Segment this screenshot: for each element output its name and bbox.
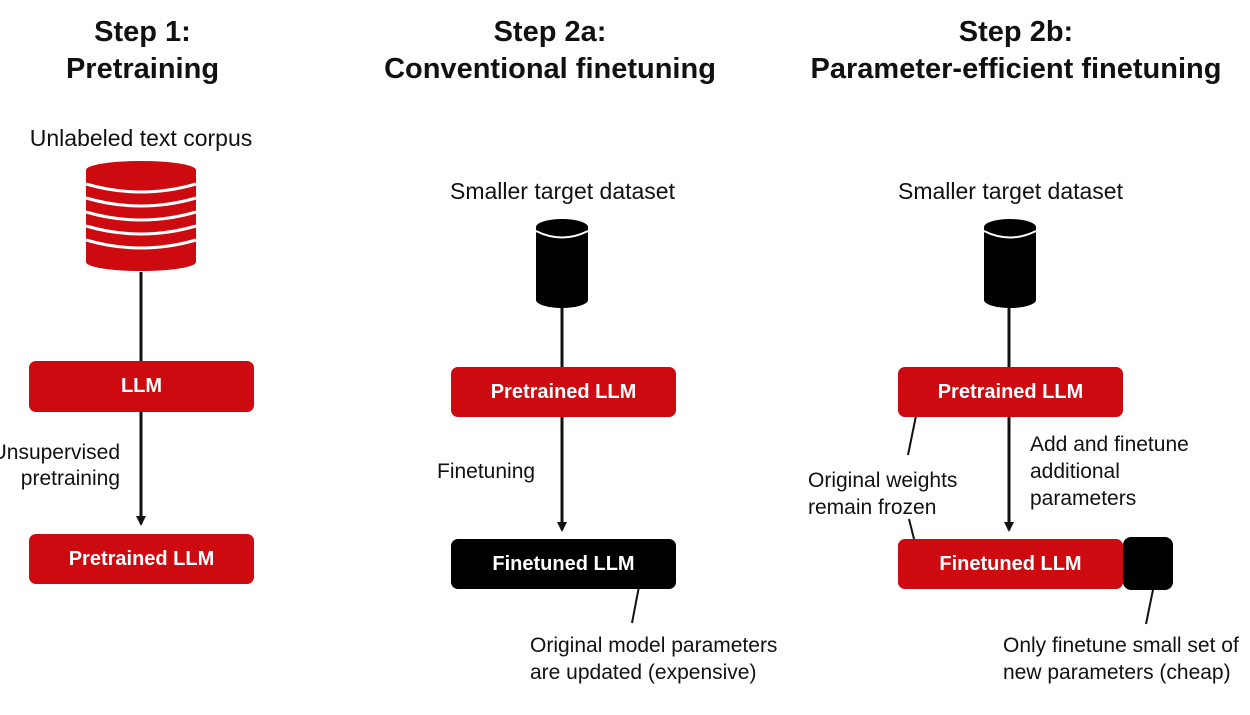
black-database-icon-2a [535,219,589,308]
expensive-note-line1: Original model parameters [530,634,778,657]
step2a-source-label: Smaller target dataset [449,178,675,204]
step2b-heading-line1: Step 2b: [958,16,1074,48]
step2b-heading: Step 2b: Parameter-efficient finetuning [796,14,1236,88]
finetuned-llm-box-2b: Finetuned LLM [898,539,1123,589]
pretraining-arrow-label: Unsupervised pretraining [0,440,120,492]
step2b-heading-line2: Parameter-efficient finetuning [810,53,1222,85]
step1-heading-line2: Pretraining [65,53,220,85]
frozen-weights-note: Original weights remain frozen [808,467,957,521]
step1-heading: Step 1: Pretraining [40,14,245,88]
pretrained-llm-box-2a: Pretrained LLM [451,367,676,417]
step1-source-label: Unlabeled text corpus [29,125,253,151]
step2a-heading-line2: Conventional finetuning [384,53,716,85]
step2a-heading: Step 2a: Conventional finetuning [370,14,730,88]
new-parameters-block [1123,537,1173,590]
pretrained-llm-box-step1: Pretrained LLM [29,534,254,584]
llm-box: LLM [29,361,254,412]
expensive-note: Original model parameters are updated (e… [530,632,777,686]
step2b-source-label: Smaller target dataset [897,178,1123,204]
finetuned-llm-box-2a: Finetuned LLM [451,539,676,589]
cheap-note-line2: new parameters (cheap) [1003,661,1231,684]
pretrained-llm-box-2b: Pretrained LLM [898,367,1123,417]
expensive-note-line2: are updated (expensive) [530,661,757,684]
red-database-icon [85,161,197,271]
add-params-label-line3: parameters [1030,487,1137,510]
cheap-note: Only finetune small set of new parameter… [1003,632,1239,686]
black-database-icon-2b [983,219,1037,308]
frozen-note-line1: Original weights [808,469,958,492]
add-params-label-line1: Add and finetune [1030,433,1189,456]
cheap-note-line1: Only finetune small set of [1003,634,1239,657]
step2a-heading-line1: Step 2a: [493,16,607,48]
step1-heading-line1: Step 1: [94,16,191,48]
frozen-note-line2: remain frozen [808,496,937,519]
add-params-arrow-label: Add and finetune additional parameters [1030,431,1189,512]
pretraining-label-line2: pretraining [20,467,120,490]
finetuning-arrow-label-2a: Finetuning [437,460,536,483]
pretraining-label-line1: Unsupervised [0,441,120,464]
add-params-label-line2: additional [1030,460,1120,483]
